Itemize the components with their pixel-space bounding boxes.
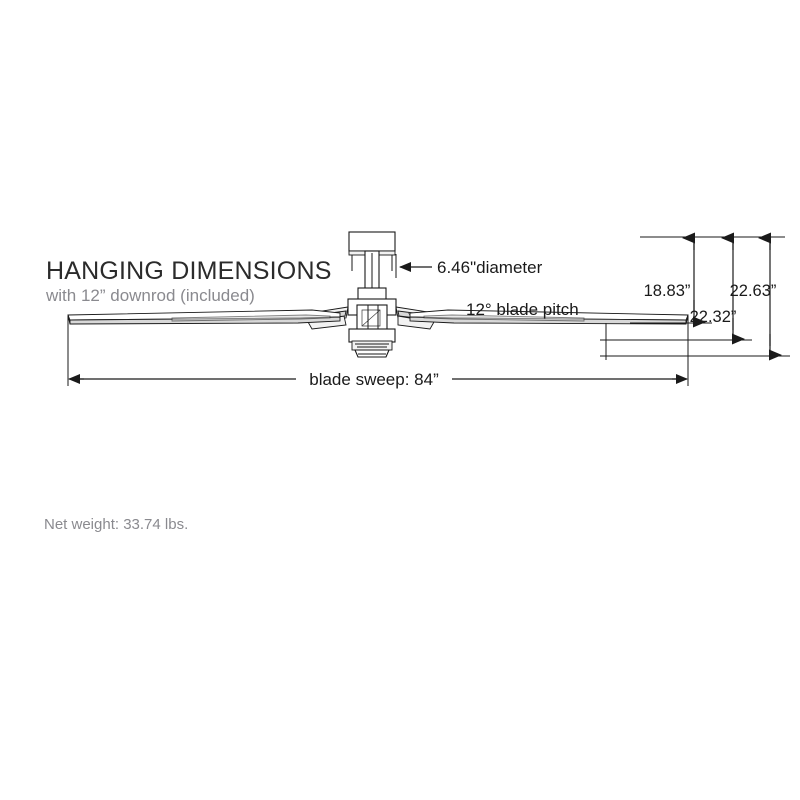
- dimension-22-32: 22.32”: [690, 232, 745, 345]
- motor-bottom-cap: [354, 349, 390, 358]
- blade-pitch-label: 12° blade pitch: [466, 300, 579, 319]
- fan-blade-left: [67, 309, 341, 325]
- height-mid-label: 22.32”: [690, 308, 737, 326]
- dimension-18-83: 18.83”: [644, 232, 706, 328]
- height-total-label: 22.63”: [730, 282, 777, 300]
- motor-housing: [348, 328, 396, 351]
- blade-sweep-dimension: blade sweep: 84”: [67, 316, 689, 389]
- motor-hub: [356, 304, 388, 332]
- dimension-22-63: 22.63”: [730, 232, 782, 361]
- vertical-dimensions: 18.83” 22.32” 22.63”: [600, 232, 790, 361]
- blade-sweep-label: blade sweep: 84”: [309, 370, 439, 389]
- diameter-callout: 6.46"diameter: [395, 254, 543, 278]
- page-title: HANGING DIMENSIONS: [46, 257, 332, 285]
- net-weight-label: Net weight: 33.74 lbs.: [44, 516, 188, 533]
- height-blade-label: 18.83”: [644, 282, 691, 300]
- diameter-label: 6.46"diameter: [437, 258, 543, 277]
- fan-blade-right: [409, 309, 689, 325]
- downrod: [364, 250, 380, 293]
- page-subtitle: with 12” downrod (included): [45, 286, 255, 305]
